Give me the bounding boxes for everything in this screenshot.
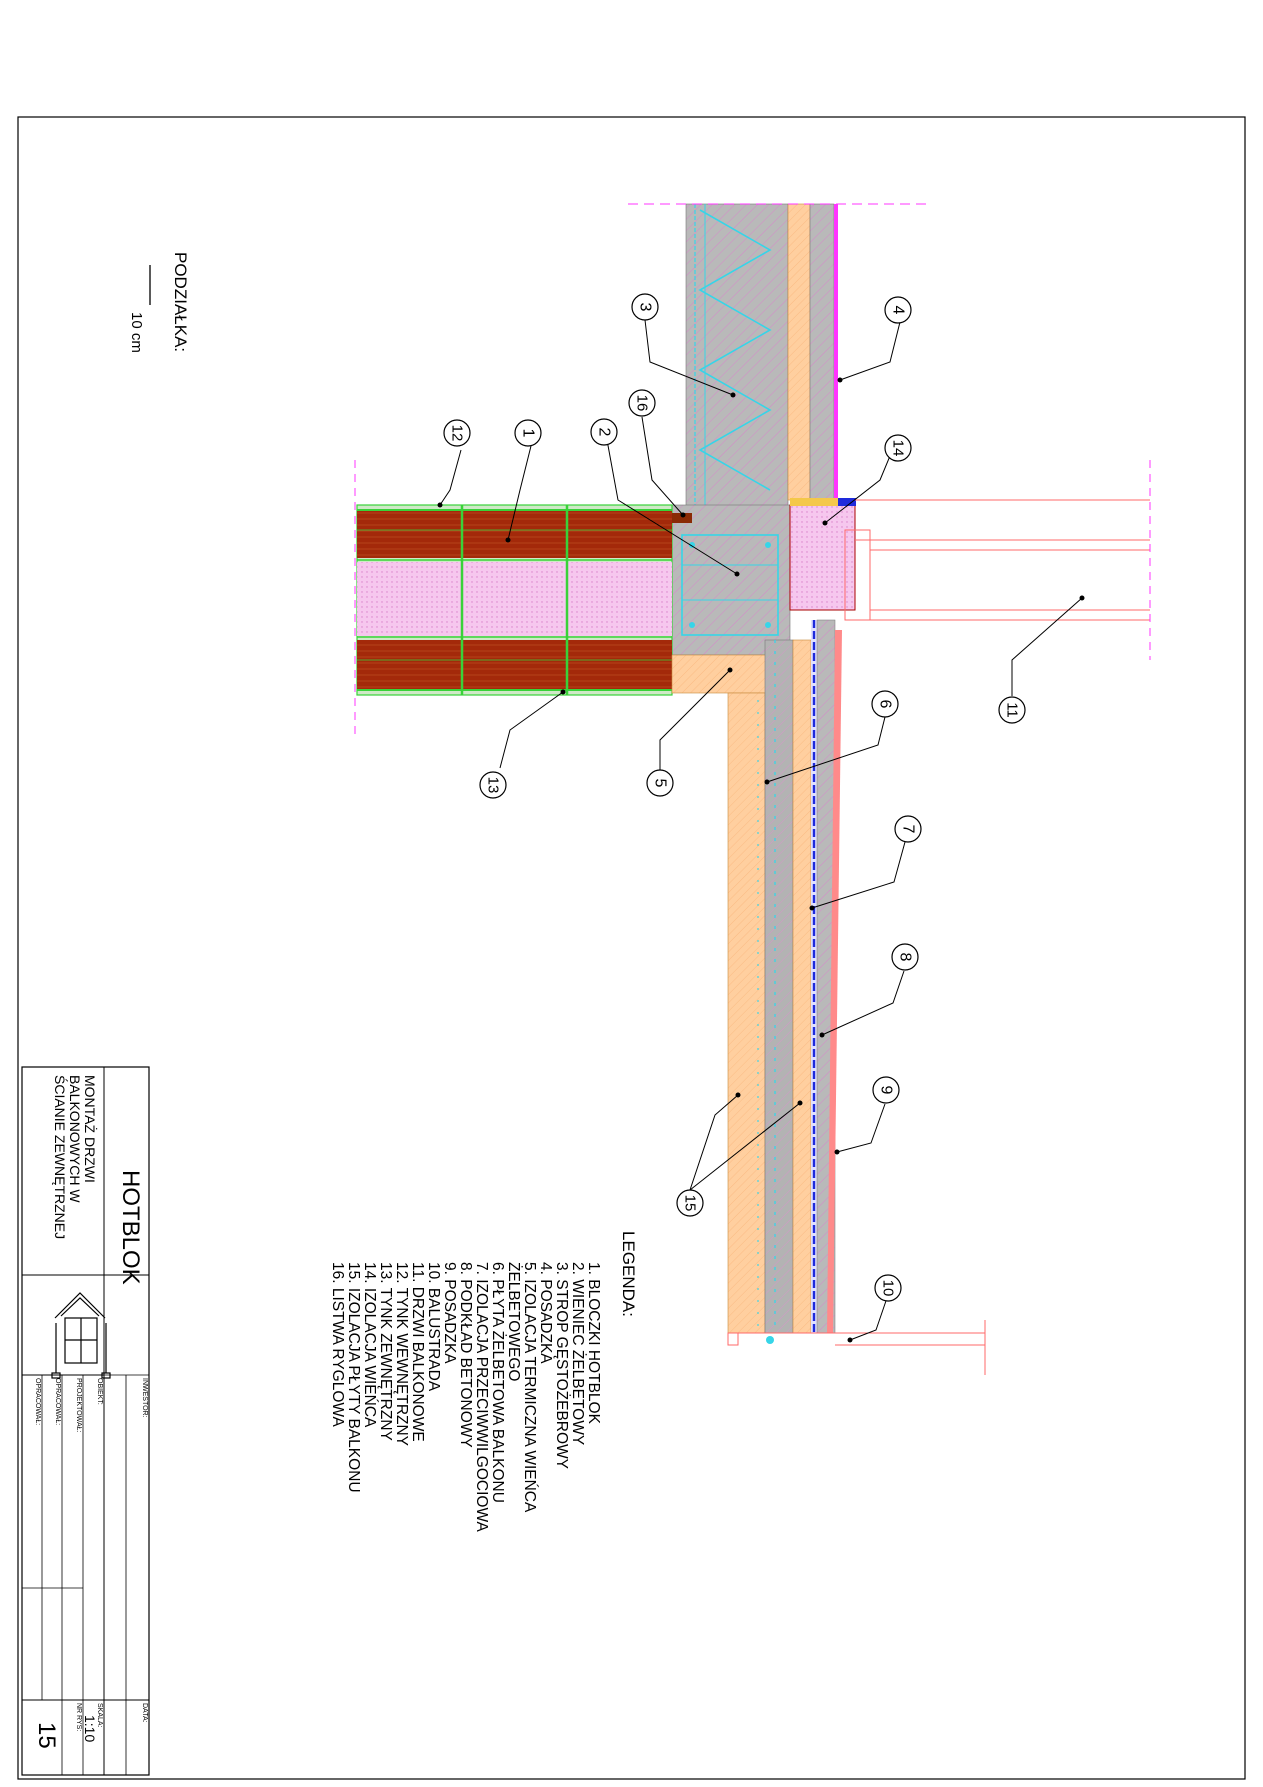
- title-block-obiekt-label: OBIEKT:: [96, 1378, 103, 1405]
- legend-item-11: 11. DRZWI BALKONOWE: [409, 1262, 426, 1442]
- legend-item-9: 9. POSADZKA: [441, 1262, 458, 1364]
- scale-label: PODZIAŁKA:: [171, 252, 190, 353]
- svg-text:6: 6: [877, 700, 894, 709]
- drzwi-balkonowe: [789, 460, 1151, 660]
- callout-8: 8: [891, 943, 919, 971]
- title-block-line-1: MONTAŻ DRZWI: [82, 1075, 98, 1183]
- hotblok-wall: [354, 460, 673, 740]
- scale-bar-text: 10 cm: [128, 312, 145, 353]
- balustrada: [835, 1320, 986, 1375]
- title-block-nr-rys-label: NR RYS:: [75, 1703, 82, 1732]
- callout-14: 14: [884, 434, 912, 462]
- callout-6: 6: [871, 690, 899, 718]
- svg-text:1: 1: [520, 429, 537, 438]
- wieniec: [671, 504, 791, 656]
- title-block: [21, 1066, 150, 1776]
- callout-13: 13: [479, 771, 507, 799]
- listwa-ryglowa: [672, 513, 692, 523]
- callout-1: 1: [514, 419, 542, 447]
- title-block-skala-value: 1:10: [82, 1715, 98, 1743]
- title-block-opracowal2-label: OPRACOWAŁ:: [34, 1378, 41, 1426]
- legend-title: LEGENDA:: [619, 1231, 638, 1317]
- callout-9: 9: [872, 1076, 900, 1104]
- legend-item-1: 1. BLOCZKI HOTBLOK: [585, 1262, 602, 1424]
- callout-5: 5: [646, 769, 674, 797]
- house-logo-icon: [51, 1292, 111, 1379]
- legend-item-7: 7. IZOLACJA PRZECIWWILGOCIOWA: [473, 1262, 490, 1532]
- svg-text:4: 4: [890, 306, 907, 315]
- leader-dots: [437, 377, 1085, 1343]
- legend-item-15: 15. IZOLACJA PŁYTY BALKONU: [345, 1262, 362, 1493]
- strop-assembly: [628, 203, 932, 541]
- callout-2: 2: [590, 418, 618, 446]
- callout-7: 7: [894, 815, 922, 843]
- legend-item-2: 2. WIENIEC ŻELBETOWY: [569, 1262, 586, 1446]
- callout-3: 3: [631, 293, 659, 321]
- title-block-opracowal-label: OPRACOWAŁ:: [54, 1378, 61, 1426]
- callout-15: 15: [676, 1189, 704, 1217]
- title-block-inwestor-label: INWESTOR:: [141, 1378, 148, 1418]
- svg-text:13: 13: [485, 777, 502, 794]
- title-block-nr-rys-value: 15: [33, 1722, 60, 1749]
- svg-text:12: 12: [449, 425, 466, 442]
- title-block-line-3: ŚCIANIE ZEWNĘTRZNEJ: [52, 1075, 68, 1240]
- title-block-projektowal-label: PROJEKTOWAŁ:: [75, 1378, 82, 1433]
- callout-16: 16: [628, 389, 656, 417]
- legend-item-14: 14. IZOLACJA WIEŃCA: [361, 1262, 378, 1428]
- legend-item-12: 12. TYNK WEWNĘTRZNY: [393, 1262, 410, 1447]
- callout-12: 12: [443, 419, 471, 447]
- svg-text:8: 8: [897, 953, 914, 962]
- legend-item-8: 8. PODKŁAD BETONOWY: [457, 1262, 474, 1448]
- legend-item-6: 6. PŁYTA ŻELBETOWA BALKONU: [489, 1262, 506, 1503]
- sheet-border: [17, 116, 1246, 1780]
- svg-text:16: 16: [634, 395, 651, 412]
- svg-text:10: 10: [880, 1280, 897, 1297]
- title-block-line-2: BALKONOWYCH W: [67, 1075, 83, 1203]
- title-block-data-label: DATA:: [141, 1703, 148, 1723]
- legend-item-5b: ŻELBETOWEGO: [505, 1262, 522, 1382]
- legend-item-16: 16. LISTWA RYGLOWA: [329, 1262, 346, 1427]
- title-block-brand: HOTBLOK: [117, 1170, 144, 1285]
- svg-text:11: 11: [1004, 702, 1021, 718]
- plyta-balkonu: [727, 619, 842, 1346]
- svg-text:2: 2: [596, 428, 613, 437]
- legend-item-3: 3. STROP GĘSTOŻEBROWY: [553, 1262, 570, 1469]
- svg-text:14: 14: [890, 440, 907, 457]
- svg-text:3: 3: [637, 303, 654, 312]
- legend-item-5: 5. IZOLACJA TERMICZNA WIEŃCA: [521, 1262, 538, 1513]
- legend-item-13: 13. TYNK ZEWNĘTRZNY: [377, 1262, 394, 1441]
- callout-11: 11: [998, 696, 1026, 724]
- svg-text:5: 5: [652, 779, 669, 788]
- legend-item-4: 4. POSADZKA: [537, 1262, 554, 1364]
- callout-10: 10: [874, 1274, 902, 1302]
- svg-text:15: 15: [682, 1195, 699, 1212]
- legend-item-10: 10. BALUSTRADA: [425, 1262, 442, 1392]
- callout-4: 4: [884, 296, 912, 324]
- svg-text:9: 9: [878, 1086, 895, 1095]
- svg-text:7: 7: [900, 825, 917, 834]
- leader-lines: [439, 319, 1083, 1341]
